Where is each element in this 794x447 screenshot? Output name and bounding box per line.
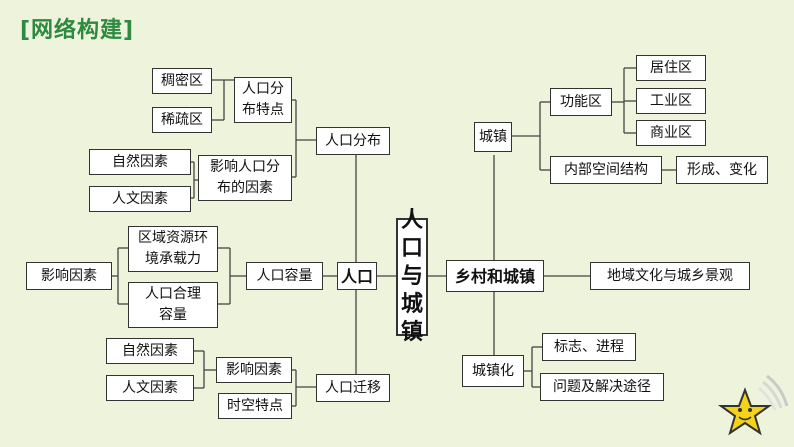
spatial-structure-box: 内部空间结构 (550, 156, 662, 184)
industrial-zone-box: 工业区 (636, 88, 706, 114)
carrying-capacity-box: 区域资源环 境承载力 (128, 226, 218, 272)
center-topic-box: 人 口 与 城 镇 (396, 208, 428, 345)
reasonable-capacity-box: 人口合理 容量 (128, 282, 218, 328)
urbanization-problems-box: 问题及解决途径 (540, 373, 664, 401)
formation-change-box: 形成、变化 (676, 156, 768, 184)
population-capacity-box: 人口容量 (246, 262, 323, 290)
culture-landscape-box: 地域文化与城乡景观 (590, 262, 750, 290)
commercial-zone-box: 商业区 (636, 120, 706, 146)
natural-factor-box: 自然因素 (89, 149, 191, 175)
rural-urban-main-box: 乡村和城镇 (446, 260, 544, 292)
migration-natural-box: 自然因素 (106, 338, 194, 364)
population-distribution-box: 人口分布 (316, 127, 390, 155)
distribution-factors-box: 影响人口分 布的因素 (198, 155, 292, 201)
capacity-factor-box: 影响因素 (26, 262, 112, 290)
town-box: 城镇 (474, 122, 512, 152)
migration-factors-box: 影响因素 (216, 357, 292, 383)
urbanization-box: 城镇化 (462, 355, 524, 387)
section-title: [网络构建] (20, 18, 135, 43)
population-migration-box: 人口迁移 (316, 374, 390, 402)
residential-zone-box: 居住区 (636, 55, 706, 81)
sparse-area-box: 稀疏区 (152, 107, 212, 133)
dense-area-box: 稠密区 (152, 68, 212, 94)
urbanization-progress-box: 标志、进程 (542, 333, 636, 361)
migration-feature-box: 时空特点 (218, 393, 292, 419)
human-factor-box: 人文因素 (89, 186, 191, 212)
function-zone-box: 功能区 (550, 88, 612, 116)
migration-human-box: 人文因素 (106, 375, 194, 401)
population-main-box: 人口 (337, 262, 377, 290)
star-icon (717, 374, 789, 436)
distribution-feature-box: 人口分 布特点 (234, 77, 292, 123)
